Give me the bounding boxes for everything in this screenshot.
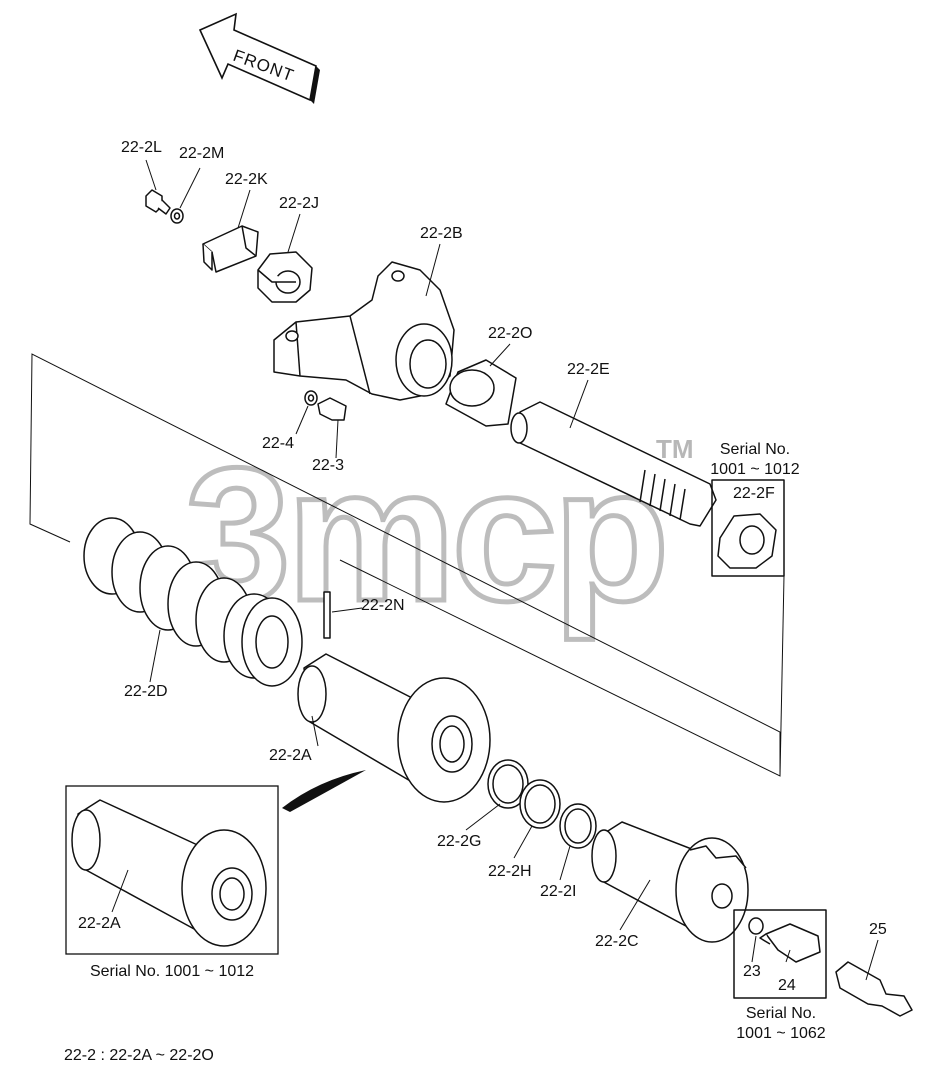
label-22-2O: 22-2O (488, 325, 533, 342)
label-24: 24 (778, 977, 796, 994)
cylinder-22-2C (591, 821, 749, 943)
label-22-2M: 22-2M (179, 145, 225, 162)
label-22-2K: 22-2K (225, 171, 268, 188)
nut-22-2J (257, 251, 313, 303)
spring-22-2D (83, 517, 303, 687)
label-22-4: 22-4 (262, 435, 295, 452)
pin-22-2N (323, 591, 331, 639)
bushing-22-2O (445, 359, 517, 427)
label-22-2L: 22-2L (121, 139, 162, 156)
label-25: 25 (869, 921, 887, 938)
label-22-2H: 22-2H (488, 863, 532, 880)
label-22-2N: 22-2N (361, 597, 405, 614)
washer-22-2M (170, 208, 184, 224)
inset-pointer (282, 770, 366, 812)
label-22-2F: 22-2F (733, 485, 775, 502)
serial-note-top-line2: 1001 ~ 1012 (710, 461, 800, 478)
serial-note-inset: Serial No. 1001 ~ 1012 (89, 963, 255, 980)
shaft-22-2E (510, 401, 717, 527)
assembly-note: 22-2 : 22-2A ~ 22-2O (64, 1047, 214, 1064)
watermark-tm: TM (656, 434, 694, 464)
label-22-2G: 22-2G (437, 833, 482, 850)
nut-22-2F (717, 513, 777, 569)
washer-22-4 (304, 390, 318, 406)
inset-frame (65, 785, 279, 955)
ring-23 (748, 917, 764, 935)
bracket-22-2K (202, 225, 259, 273)
fitting-24 (759, 923, 821, 963)
serial-note-top-line1: Serial No. (719, 441, 791, 458)
serial-box-top (711, 479, 785, 577)
serial-box-bottom (733, 909, 827, 999)
cylinder-22-2A (297, 653, 491, 803)
leader-lines (111, 159, 879, 981)
label-22-2D: 22-2D (124, 683, 168, 700)
serial-note-bottom-line1: Serial No. (745, 1005, 817, 1022)
label-22-2A: 22-2A (269, 747, 312, 764)
inset-cylinder-22-2A (71, 799, 267, 947)
label-22-2A-inset: 22-2A (78, 915, 121, 932)
bolt-22-3 (317, 397, 347, 421)
bolt-22-2L (145, 189, 171, 215)
serial-note-top: Serial No. 1001 ~ 1012 (700, 440, 810, 480)
label-22-2E: 22-2E (567, 361, 610, 378)
reference-lines (29, 353, 785, 777)
label-22-2J: 22-2J (279, 195, 320, 212)
fitting-25 (835, 961, 913, 1017)
label-22-2C: 22-2C (595, 933, 639, 950)
front-arrow: FRONT (198, 12, 320, 104)
serial-note-bottom: Serial No. 1001 ~ 1062 (722, 1004, 840, 1044)
label-23: 23 (743, 963, 761, 980)
label-22-2I: 22-2I (540, 883, 577, 900)
serial-note-bottom-line2: 1001 ~ 1062 (736, 1025, 826, 1042)
label-22-3: 22-3 (312, 457, 345, 474)
label-22-2B: 22-2B (420, 225, 463, 242)
housing-22-2B (273, 261, 455, 401)
